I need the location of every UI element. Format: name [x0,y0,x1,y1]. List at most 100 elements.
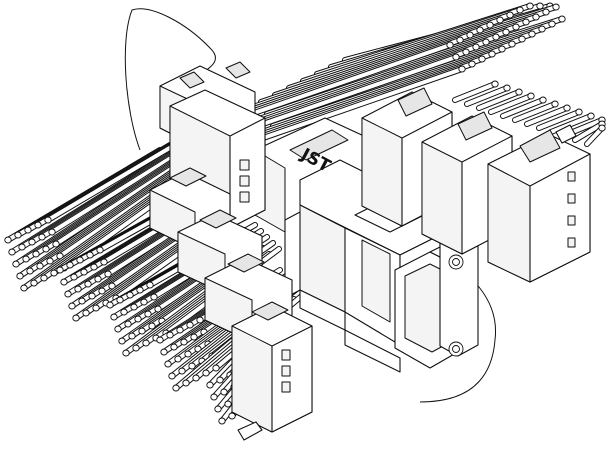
wire-left-107-end [224,400,232,408]
wire-top-43-end [468,60,476,68]
wire-top-33-fill [537,110,581,130]
wire-top-14-fill [453,82,497,102]
wire-left-22-end [40,274,48,282]
wire-left-13-end [42,245,50,253]
wire-top-27-fill [513,102,557,122]
wire-left-38-end [94,275,102,283]
wire-left-96-end [182,379,190,387]
wire-left-27-end [76,256,84,264]
wire-left-50-end [106,301,114,309]
wire-left-23-end [50,269,58,277]
wire-top-8-end [506,11,514,19]
wire-top-24-end [466,31,474,39]
wire-top-5-end [516,6,524,14]
right-connector-3 [487,124,591,283]
wire-top-21-end [518,35,526,43]
wire-top-31-end [498,45,506,53]
wire-left-18-end [46,257,54,265]
wire-left-101-end [216,376,224,384]
wire-left-109-end [218,417,226,425]
wire-left-11-end [22,255,30,263]
wire-top-25-end [539,96,547,104]
wire-left-104-end [220,388,228,396]
wire-left-3-end [34,221,42,229]
wire-left-1-end [14,231,22,239]
wire-left-97-end [192,374,200,382]
wire-left-78-end [186,321,194,329]
wire-left-15-end [16,272,24,280]
wire-left-66-end [128,332,136,340]
wire-left-7-end [28,238,36,246]
wire-left-110-end [228,412,236,420]
wire-left-81-end [170,343,178,351]
wire-left-6-end [18,243,26,251]
wire-left-4-end [44,216,52,224]
wire-left-41-end [78,297,86,305]
wire-left-5-end [8,248,16,256]
wire-left-91-end [178,367,186,375]
wire-top-2-end [552,3,560,11]
wire-left-98-end [202,369,210,377]
wire-left-20-end [20,284,28,292]
wire-left-57-end [130,303,138,311]
wire-top-42-end [598,124,606,132]
upper-stack-latches [239,159,250,203]
wire-left-32-end [80,268,88,276]
wire-left-10-end [12,260,20,268]
wire-top-29-end [456,36,464,44]
wire-left-61-end [124,320,132,328]
wire-left-47-end [92,304,100,312]
wire-left-79-end [196,316,204,324]
wire-top-15-end [486,21,494,29]
wire-top-1-end [536,2,544,10]
wire-left-92-end [188,362,196,370]
wire-top-19-end [515,88,523,96]
wire-top-14-end [491,80,499,88]
wire-top-28-end [482,38,490,46]
wire-left-52-end [126,291,134,299]
wire-left-85-end [164,360,172,368]
wire-left-21-end [30,279,38,287]
wire-top-23-end [492,33,500,41]
right-connector-3-latches [567,171,576,248]
wire-top-11-end [496,16,504,24]
wire-left-106-end [214,405,222,413]
wire-left-60-end [114,325,122,333]
wire-left-72-end [142,339,150,347]
wire-top-22-fill [489,94,533,114]
wire-top-10-end [522,18,530,26]
wire-left-14-end [52,240,60,248]
wire-left-76-end [166,331,174,339]
wire-top-13-end [512,23,520,31]
wire-top-6-end [558,15,566,23]
wire-left-8-end [38,233,46,241]
wire-top-32-end [472,43,480,51]
wire-top-30-fill [525,106,569,126]
wire-left-82-end [180,338,188,346]
wire-left-59-end [150,293,158,301]
wire-top-34-end [446,41,454,49]
wire-left-56-end [120,308,128,316]
upper-wire-bundle [202,2,606,157]
wire-left-70-end [122,349,130,357]
wire-left-25-end [56,266,64,274]
wire-left-77-end [176,326,184,334]
wire-top-35-end [587,112,595,120]
wire-top-25-fill [501,98,545,118]
wire-left-51-end [116,296,124,304]
wire-left-63-end [144,310,152,318]
wire-top-18-end [502,28,510,36]
wire-left-31-end [70,273,78,281]
wire-left-45-end [72,314,80,322]
wire-left-54-end [146,281,154,289]
wire-left-37-end [84,280,92,288]
wire-top-16-fill [465,86,509,106]
wire-left-30-end [60,278,68,286]
wire-left-46-end [82,309,90,317]
wire-top-17-end [528,30,536,38]
wire-left-35-end [64,290,72,298]
wire-left-34-end [100,258,108,266]
wire-left-16-end [26,267,34,275]
wire-left-33-end [90,263,98,271]
